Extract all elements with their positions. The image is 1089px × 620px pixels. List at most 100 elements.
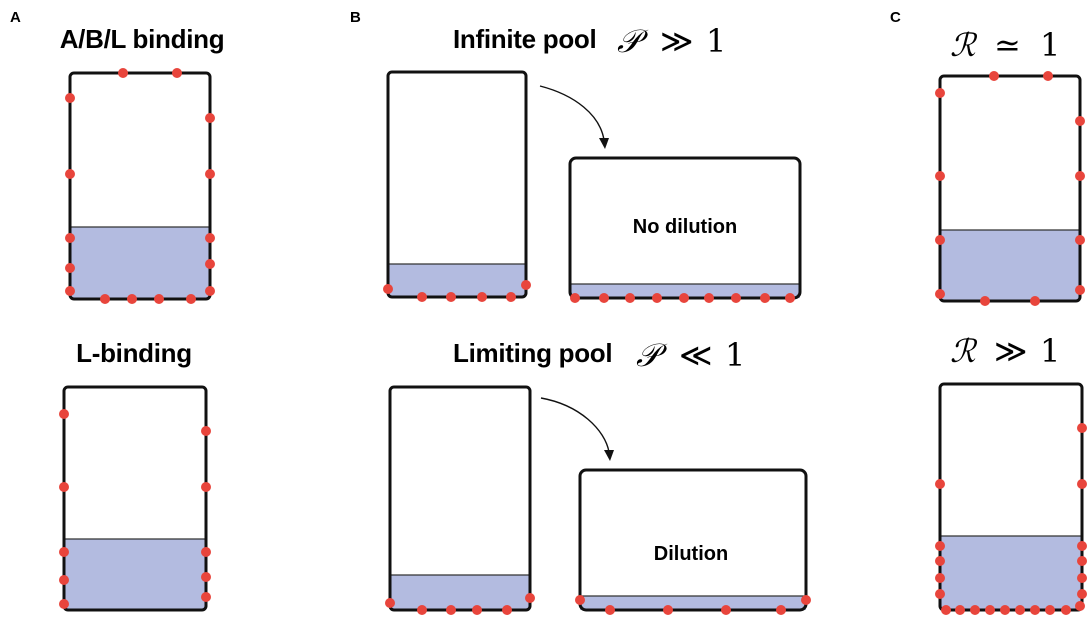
panel-c-bottom-cell [935, 382, 1087, 615]
receptor-dot [1000, 605, 1010, 615]
receptor-dot [935, 541, 945, 551]
panel-c-top-fluid [940, 230, 1080, 301]
panel-b-top-source-outline [386, 70, 528, 299]
receptor-dot [1077, 556, 1087, 566]
panel-b-letter: B [350, 9, 361, 26]
receptor-dot [201, 426, 211, 436]
receptor-dot [205, 259, 215, 269]
receptor-dot [1077, 479, 1087, 489]
receptor-dot [1045, 605, 1055, 615]
receptor-dot [731, 293, 741, 303]
receptor-dot [985, 605, 995, 615]
panel-a-bottom-receptors [59, 409, 211, 609]
panel-c-bottom-fluid [940, 536, 1082, 610]
panel-a-letter: A [10, 9, 21, 26]
receptor-dot [472, 605, 482, 615]
panel-b-top-arrow [539, 85, 609, 149]
receptor-dot [65, 286, 75, 296]
panel-b-bottom-arrow [540, 397, 614, 461]
panel-b-top-source-fluid [388, 264, 526, 297]
panel-c-top-outline [938, 74, 1082, 303]
panel-a-bottom-fluid [64, 539, 206, 610]
receptor-dot [1030, 296, 1040, 306]
receptor-dot [118, 68, 128, 78]
receptor-dot [570, 293, 580, 303]
panel-c-bottom-outline [938, 382, 1084, 612]
receptor-dot [525, 593, 535, 603]
receptor-dot [521, 280, 531, 290]
receptor-dot [935, 235, 945, 245]
panel-b-top-source-cell [383, 70, 531, 302]
panel-c-top-symbol: ℛ [950, 26, 978, 64]
panel-b-top-value: 1 [706, 22, 726, 60]
receptor-dot [605, 605, 615, 615]
receptor-dot [383, 284, 393, 294]
receptor-dot [172, 68, 182, 78]
panel-b-top-relation: ≫ [660, 22, 694, 60]
receptor-dot [1077, 589, 1087, 599]
receptor-dot [1075, 235, 1085, 245]
receptor-dot [506, 292, 516, 302]
panel-b: B Infinite pool 𝒫 ≫ 1 [350, 9, 811, 615]
receptor-dot [65, 93, 75, 103]
receptor-dot [941, 605, 951, 615]
panel-a-top-outline [68, 71, 212, 301]
receptor-dot [679, 293, 689, 303]
receptor-dot [186, 294, 196, 304]
receptor-dot [201, 482, 211, 492]
curved-arrow [539, 85, 605, 141]
panel-b-bottom-relation: ≪ [679, 336, 713, 374]
receptor-dot [502, 605, 512, 615]
panel-a-top-receptors [65, 68, 215, 304]
receptor-dot [575, 595, 585, 605]
panel-c-bottom-value: 1 [1040, 332, 1060, 370]
receptor-dot [935, 289, 945, 299]
receptor-dot [1061, 605, 1071, 615]
panel-c-letter: C [890, 9, 901, 26]
receptor-dot [59, 547, 69, 557]
receptor-dot [801, 595, 811, 605]
arrowhead [599, 138, 609, 149]
receptor-dot [477, 292, 487, 302]
panel-c: C ℛ ≃ 1 ℛ [890, 9, 1087, 615]
panel-c-top-value: 1 [1040, 26, 1060, 64]
panel-a-top-title: A/B/L binding [60, 24, 225, 54]
panel-b-bottom-target-cell: Dilution [575, 468, 811, 615]
panel-b-bottom-symbol: 𝒫 [636, 336, 668, 374]
receptor-dot [446, 605, 456, 615]
panel-b-top-title: Infinite pool [453, 24, 596, 54]
receptor-dot [1075, 171, 1085, 181]
panel-b-bottom-target-outline [578, 468, 808, 612]
receptor-dot [935, 479, 945, 489]
receptor-dot [201, 592, 211, 602]
receptor-dot [704, 293, 714, 303]
receptor-dot [65, 169, 75, 179]
panel-b-bottom-target-fluid [580, 596, 806, 610]
receptor-dot [100, 294, 110, 304]
receptor-dot [776, 605, 786, 615]
receptor-dot [989, 71, 999, 81]
receptor-dot [652, 293, 662, 303]
receptor-dot [785, 293, 795, 303]
receptor-dot [446, 292, 456, 302]
receptor-dot [721, 605, 731, 615]
panel-a-bottom-cell [59, 385, 211, 612]
receptor-dot [59, 599, 69, 609]
receptor-dot [59, 409, 69, 419]
panel-b-top-target-cell: No dilution [568, 156, 802, 303]
receptor-dot [625, 293, 635, 303]
receptor-dot [970, 605, 980, 615]
receptor-dot [59, 575, 69, 585]
receptor-dot [154, 294, 164, 304]
receptor-dot [935, 171, 945, 181]
receptor-dot [935, 88, 945, 98]
panel-b-bottom-source-cell [385, 385, 535, 615]
receptor-dot [65, 233, 75, 243]
receptor-dot [205, 286, 215, 296]
receptor-dot [760, 293, 770, 303]
panel-b-bottom-title: Limiting pool [453, 338, 612, 368]
receptor-dot [1075, 116, 1085, 126]
receptor-dot [201, 572, 211, 582]
receptor-dot [385, 598, 395, 608]
receptor-dot [1043, 71, 1053, 81]
